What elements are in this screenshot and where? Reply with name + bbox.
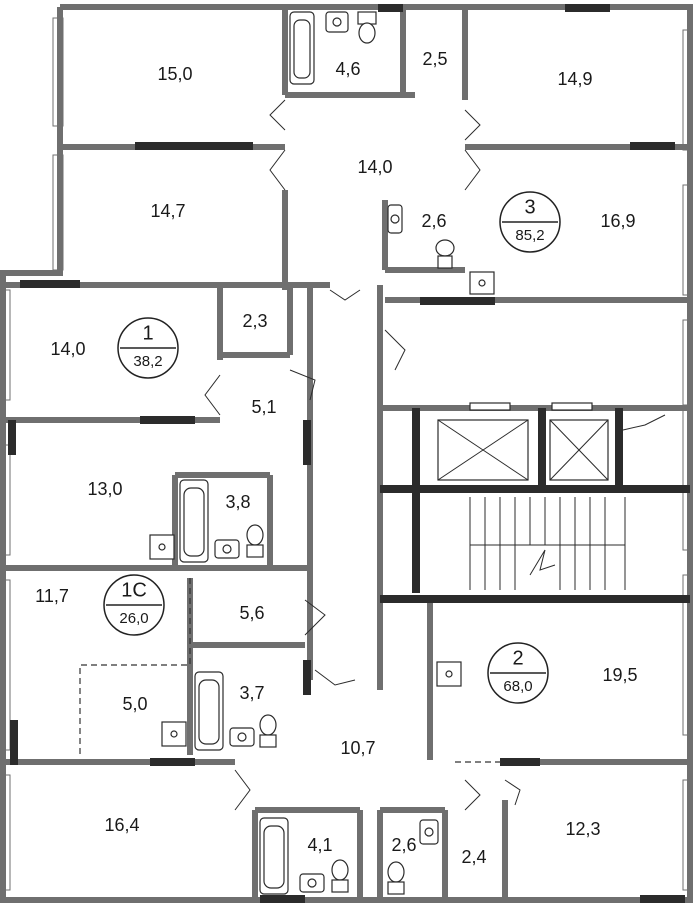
room-area-label: 2,6 [421, 211, 446, 231]
toilet-icon [246, 524, 264, 558]
room-area-label: 2,6 [391, 835, 416, 855]
elevator-shafts [437, 402, 609, 481]
unit-area: 68,0 [503, 678, 532, 695]
sink-icon [149, 534, 175, 560]
bathroom-fixtures [149, 11, 495, 895]
room-area-label: 10,7 [340, 738, 375, 758]
unit-number: 1С [121, 579, 147, 601]
room-area-label: 2,3 [242, 311, 267, 331]
room-area-label: 4,1 [307, 835, 332, 855]
bathtub-icon [179, 479, 209, 563]
room-area-labels: 15,0 4,6 2,5 14,9 14,0 14,7 2,6 16,9 2,3… [35, 49, 637, 867]
room-area-label: 4,6 [335, 59, 360, 79]
room-area-label: 11,7 [35, 586, 69, 606]
unit-area: 85,2 [515, 227, 544, 244]
room-area-label: 16,9 [600, 211, 635, 231]
unit-badges: 3 85,2 1 38,2 1С 26,0 2 68,0 [103, 191, 561, 704]
room-area-label: 14,9 [557, 69, 592, 89]
bathtub-icon [194, 671, 224, 751]
room-area-label: 5,6 [239, 603, 264, 623]
unit-area: 38,2 [133, 353, 162, 370]
sink-icon [214, 539, 240, 559]
sink-icon [229, 727, 255, 747]
unit-area: 26,0 [119, 610, 148, 627]
room-area-label: 3,7 [239, 683, 264, 703]
unit-badge-3: 3 85,2 [499, 191, 561, 253]
unit-number: 2 [512, 647, 523, 669]
sink-icon [325, 11, 349, 33]
dark-wall-accents [8, 4, 690, 903]
room-area-label: 5,0 [122, 694, 147, 714]
unit-badge-1c: 1С 26,0 [103, 574, 165, 636]
sink-icon [419, 819, 439, 845]
unit-number: 1 [142, 322, 153, 344]
room-area-label: 16,4 [104, 815, 139, 835]
staircase [469, 497, 626, 590]
interior-walls [6, 10, 690, 900]
toilet-icon [259, 714, 277, 748]
room-area-label: 14,0 [50, 339, 85, 359]
toilet-icon [387, 861, 405, 895]
sink-icon [436, 661, 462, 687]
room-area-label: 19,5 [602, 665, 637, 685]
unit-badge-2: 2 68,0 [487, 642, 549, 704]
toilet-icon [435, 239, 455, 269]
room-area-label: 12,3 [565, 819, 600, 839]
room-area-label: 5,1 [251, 397, 276, 417]
room-area-label: 14,0 [357, 157, 392, 177]
exterior-walls [0, 4, 693, 903]
sink-icon [161, 721, 187, 747]
room-area-label: 13,0 [87, 479, 122, 499]
toilet-icon [331, 859, 349, 893]
room-area-label: 2,4 [461, 847, 486, 867]
bathtub-icon [259, 817, 289, 895]
room-area-label: 14,7 [150, 201, 185, 221]
room-area-label: 2,5 [422, 49, 447, 69]
dashed-zone-lines [79, 578, 505, 763]
unit-badge-1: 1 38,2 [117, 317, 179, 379]
room-area-label: 15,0 [157, 64, 192, 84]
unit-number: 3 [524, 196, 535, 218]
toilet-icon [357, 11, 377, 44]
sink-icon [469, 271, 495, 295]
room-area-label: 3,8 [225, 492, 250, 512]
sink-icon [387, 204, 403, 234]
doors [204, 99, 666, 811]
sink-icon [299, 873, 325, 893]
bathtub-icon [289, 11, 315, 85]
